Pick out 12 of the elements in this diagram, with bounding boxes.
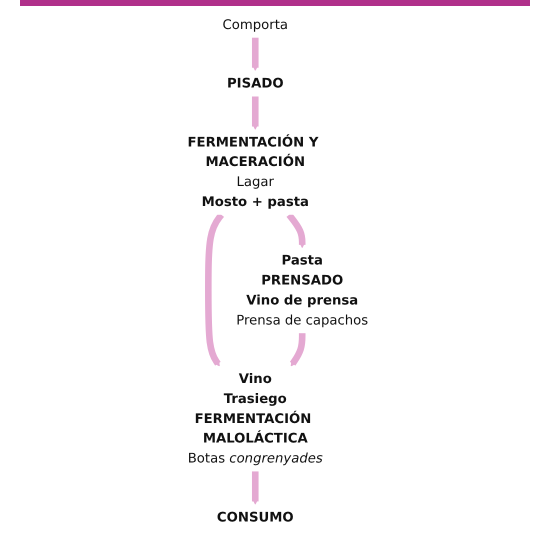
node-text: Pasta PRENSADO Vino de prensa Prensa de capachos (236, 252, 368, 328)
node-text: FERMENTACIÓN Y MACERACIÓN Lagar Mosto + pasta (188, 134, 318, 210)
arrow (205, 212, 224, 366)
arrow (286, 212, 306, 248)
arrow (252, 37, 259, 71)
arrow (290, 332, 306, 366)
node-text: Vino Trasiego FERMENTACIÓN MALOLÁCTICA Botas congrenyades (188, 371, 323, 466)
node-text: PISADO (226, 76, 284, 92)
node-text: CONSUMO (216, 510, 294, 525)
arrow (252, 96, 259, 130)
arrow (252, 470, 259, 505)
node-text: Comporta (222, 17, 288, 32)
